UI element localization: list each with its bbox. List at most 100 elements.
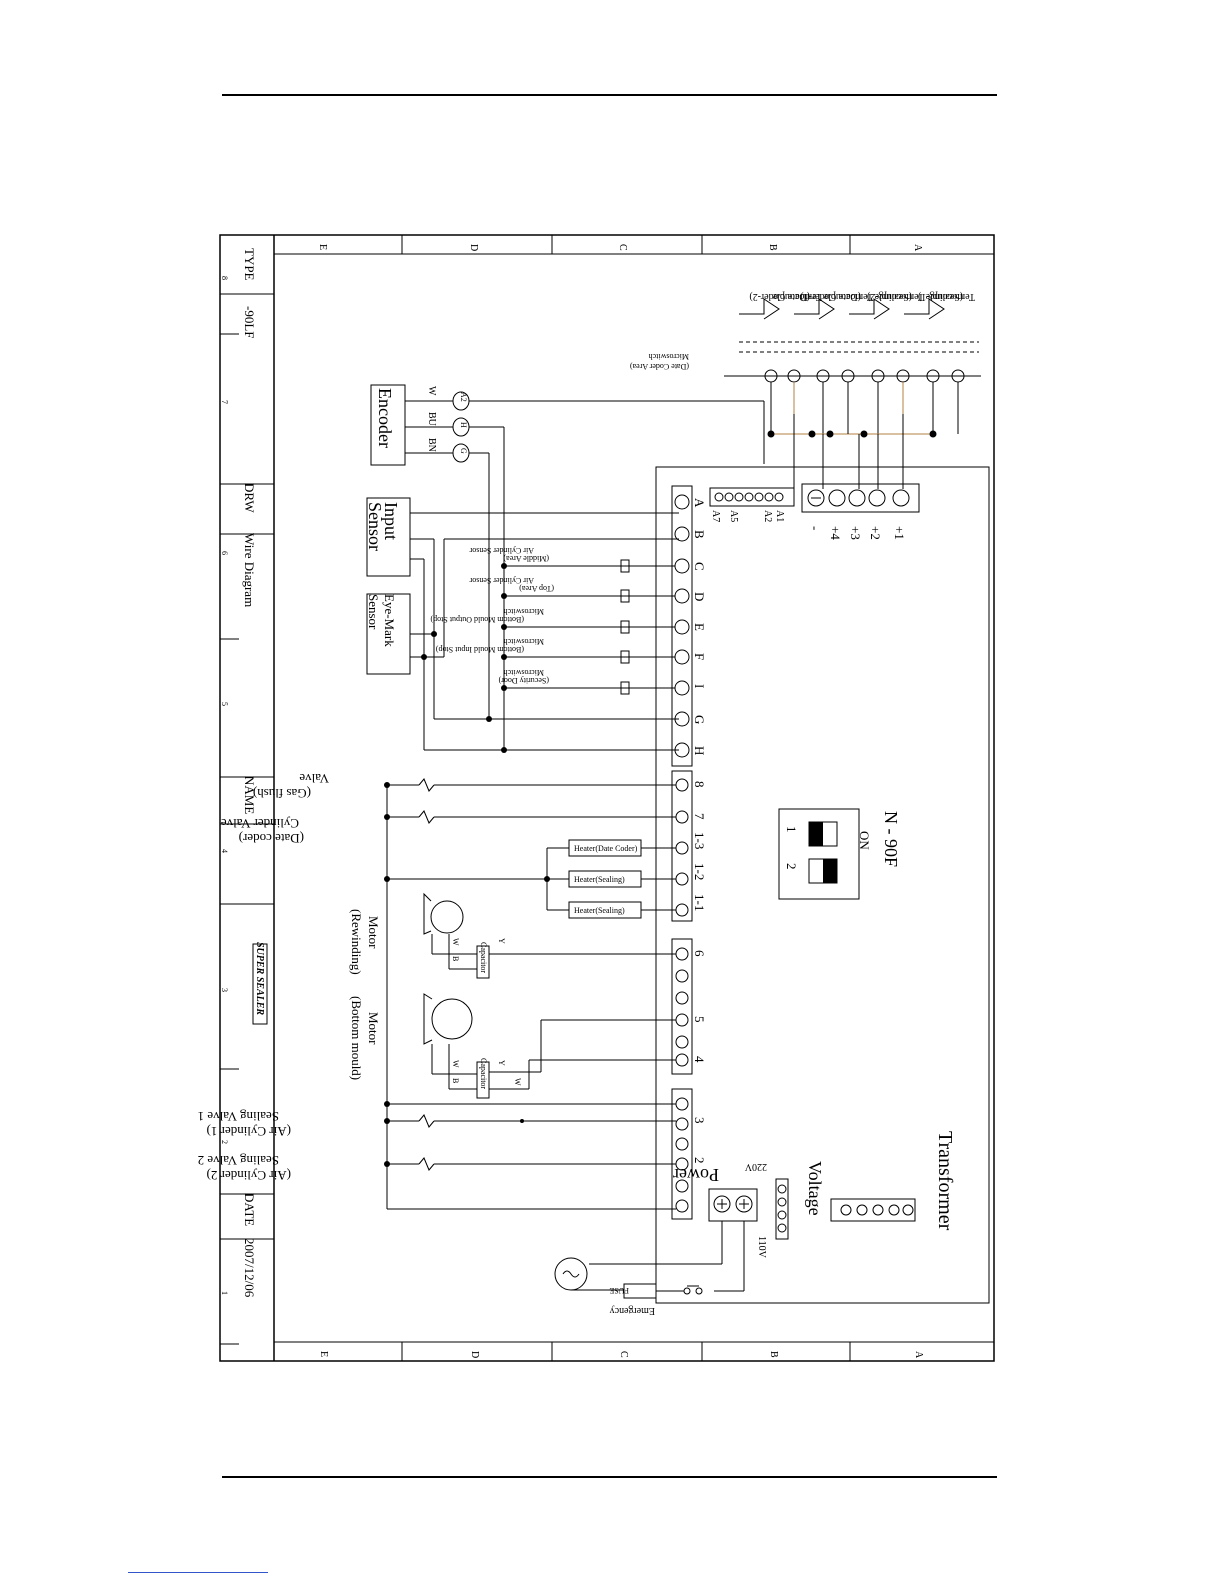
encoder-wires xyxy=(405,400,765,750)
svg-text:Valve: Valve xyxy=(299,771,329,786)
svg-text:I: I xyxy=(692,684,707,688)
svg-text:1-1: 1-1 xyxy=(692,894,707,911)
microswitch-date-coder: Microswitch (Date Coder Area) xyxy=(630,352,689,371)
header-rule xyxy=(222,94,997,96)
col-label: 3 xyxy=(220,988,229,992)
svg-text:+3: +3 xyxy=(848,526,863,540)
valve-terminal-block xyxy=(671,770,693,922)
encoder: Encoder W BU BN A2 H G xyxy=(370,384,470,466)
svg-text:Temocouple: Temocouple xyxy=(925,291,975,302)
svg-text:N - 90F: N - 90F xyxy=(881,811,901,867)
svg-text:(Middle Area): (Middle Area) xyxy=(503,554,549,563)
svg-text:-: - xyxy=(808,526,823,530)
svg-text:Voltage: Voltage xyxy=(805,1161,825,1216)
wire-diagram: E D C B A E D C B A 8 7 6 5 4 3 2 1 TYPE… xyxy=(198,234,995,1362)
svg-text:(Air Cylinder 2): (Air Cylinder 2) xyxy=(207,1168,291,1183)
motor-terminal-block xyxy=(671,938,693,1075)
svg-text:Cylinder Valve: Cylinder Valve xyxy=(221,816,299,831)
svg-text:A7: A7 xyxy=(710,510,721,522)
svg-text:G: G xyxy=(692,715,707,724)
svg-text:1-3: 1-3 xyxy=(692,832,707,849)
footer-link-underline xyxy=(128,1572,268,1573)
svg-text:Sealing Valve 2: Sealing Valve 2 xyxy=(198,1153,279,1168)
svg-text:Y: Y xyxy=(497,938,506,944)
svg-text:(Top Area): (Top Area) xyxy=(519,584,554,593)
motor-terminal-labels: 6 5 4 xyxy=(692,950,707,1063)
svg-text:(Date coder): (Date coder) xyxy=(239,831,304,846)
svg-text:Temocouple: Temocouple xyxy=(874,291,924,302)
svg-text:C: C xyxy=(692,562,707,571)
svg-text:(Date Coder-2): (Date Coder-2) xyxy=(749,291,810,302)
svg-text:Microswitch: Microswitch xyxy=(504,668,544,677)
svg-text:B: B xyxy=(692,530,707,539)
row-label: C xyxy=(617,244,628,251)
svg-text:(Bottom Mould Output Stop): (Bottom Mould Output Stop) xyxy=(430,615,524,624)
svg-text:+1: +1 xyxy=(892,526,907,540)
valve-junctions xyxy=(384,782,550,882)
power-connector xyxy=(554,1178,916,1299)
svg-text:FUSE: FUSE xyxy=(609,1286,629,1295)
svg-text:8: 8 xyxy=(692,781,707,788)
svg-text:2: 2 xyxy=(692,1157,707,1164)
date-label: DATE xyxy=(242,1193,257,1226)
sensor-junctions xyxy=(421,631,507,753)
title-block: TYPE -90LF DRW Wire Diagram NAME DATE 20… xyxy=(242,248,257,1298)
svg-text:110V: 110V xyxy=(756,1236,767,1259)
drw-label: DRW xyxy=(242,483,257,513)
svg-text:(Sealing-2): (Sealing-2) xyxy=(867,291,912,302)
svg-text:Motor: Motor xyxy=(366,916,381,949)
row-label: B xyxy=(768,1351,779,1358)
svg-text:W: W xyxy=(426,386,437,396)
svg-text:Temocouple: Temocouple xyxy=(823,291,873,302)
svg-text:SUPER SEALER: SUPER SEALER xyxy=(254,942,265,1015)
svg-text:BN: BN xyxy=(426,438,437,452)
svg-text:Capacitor: Capacitor xyxy=(479,1058,488,1089)
col-label: 5 xyxy=(220,702,229,706)
svg-text:A2: A2 xyxy=(459,392,468,402)
dip-switch: 1 2 ON N - 90F xyxy=(778,808,901,900)
svg-text:BU: BU xyxy=(426,412,437,427)
eyemark-sensor: Eye-Mark Sensor xyxy=(366,593,411,675)
row-labels-bottom: E D C B A xyxy=(318,1351,924,1359)
sealing-valve-labels: Sealing Valve 1 (Air Cylinder 1) Sealing… xyxy=(198,1109,291,1183)
svg-text:Emergency: Emergency xyxy=(610,1305,655,1316)
motor-rewinding-labels: Motor (Rewinding) W B Y Capacitor xyxy=(349,909,506,975)
svg-text:3: 3 xyxy=(692,1117,707,1124)
row-label: D xyxy=(469,1351,480,1358)
input-sensor: Input Sensor xyxy=(365,497,411,577)
junction-dots xyxy=(767,430,937,438)
svg-text:Power: Power xyxy=(673,1165,719,1185)
svg-text:Input: Input xyxy=(381,502,401,540)
svg-text:2: 2 xyxy=(784,863,799,870)
svg-text:Microswitch: Microswitch xyxy=(504,607,544,616)
svg-text:W: W xyxy=(451,938,460,946)
drw-value: Wire Diagram xyxy=(242,533,257,607)
footer-rule xyxy=(222,1476,997,1478)
io-terminal-labels: A B C D E F I G H xyxy=(692,498,707,755)
svg-text:D: D xyxy=(692,592,707,601)
svg-text:A5: A5 xyxy=(728,510,739,522)
svg-text:Sensor: Sensor xyxy=(366,594,381,630)
switch-wires xyxy=(504,559,675,695)
svg-text:Sealing Valve 1: Sealing Valve 1 xyxy=(198,1109,279,1124)
valve-terminal-labels: 8 7 1-3 1-2 1-1 xyxy=(692,781,707,911)
svg-text:(Date Coder Area): (Date Coder Area) xyxy=(630,362,689,371)
svg-text:G: G xyxy=(459,448,468,454)
motor-rewinding xyxy=(423,892,676,979)
col-label: 6 xyxy=(220,551,229,555)
svg-text:A1: A1 xyxy=(774,510,785,522)
svg-text:Microswitch: Microswitch xyxy=(504,637,544,646)
svg-text:Y: Y xyxy=(497,1060,506,1066)
svg-text:(Bottom mould): (Bottom mould) xyxy=(349,996,364,1080)
svg-text:(Air Cylinder 1): (Air Cylinder 1) xyxy=(207,1124,291,1139)
lower-terminal-block xyxy=(671,1088,693,1220)
svg-text:Heater(Sealing): Heater(Sealing) xyxy=(574,906,625,915)
svg-text:E: E xyxy=(692,623,707,631)
svg-text:Eye-Mark: Eye-Mark xyxy=(382,594,397,647)
svg-text:W: W xyxy=(451,1060,460,1068)
svg-text:(Gas flush): (Gas flush) xyxy=(253,786,311,801)
col-labels: 8 7 6 5 4 3 2 1 xyxy=(220,276,229,1295)
super-sealer-logo: SUPER SEALER xyxy=(252,942,268,1025)
svg-text:1-2: 1-2 xyxy=(692,863,707,880)
svg-text:Sensor: Sensor xyxy=(365,502,385,551)
